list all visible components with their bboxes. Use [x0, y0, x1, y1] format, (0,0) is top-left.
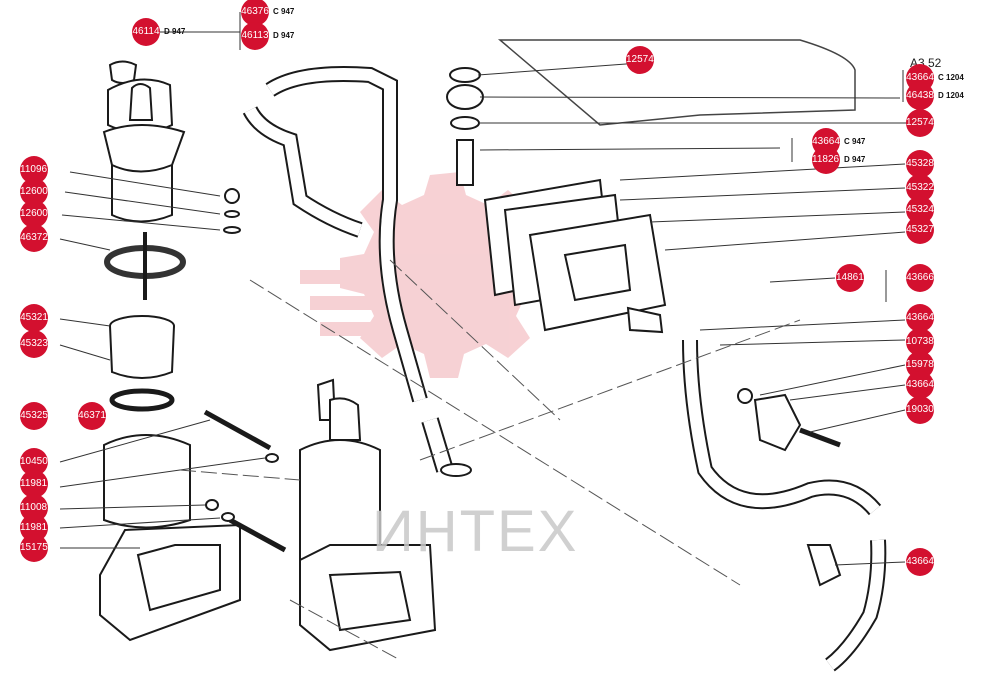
part-callout[interactable]: 43666 [906, 264, 934, 292]
part-callout[interactable]: 43664 [906, 304, 934, 332]
part-callout[interactable]: 125746 [906, 109, 939, 137]
part-callout[interactable]: 45325 [20, 402, 48, 430]
part-number-label: 46372 [20, 232, 48, 243]
part-callout[interactable]: 43664 [906, 371, 934, 399]
variant-note: C 947 [273, 7, 295, 16]
variant-note: D 947 [273, 31, 295, 40]
part-number-label: 110081 [20, 502, 53, 513]
part-number-label: 46113 [241, 30, 269, 41]
part-number-label: 45322 [906, 182, 934, 193]
part-callout[interactable]: 43664 [906, 548, 934, 576]
part-number-label: 119817 [20, 478, 53, 489]
part-callout[interactable]: 45321 [20, 304, 48, 332]
part-number-label: 125746 [626, 54, 660, 65]
part-callout[interactable]: 46376 [241, 0, 269, 26]
part-number-label: 148610 [836, 272, 870, 283]
part-number-label: 45327 [906, 224, 934, 235]
part-number-label: 43664 [906, 72, 934, 83]
part-callout[interactable]: 46372 [20, 224, 48, 252]
part-number-label: 43664 [906, 379, 934, 390]
watermark-brand: ИНТЕХ [372, 499, 579, 564]
part-callout[interactable]: 45323 [20, 330, 48, 358]
part-number-label: 190301 [906, 404, 940, 415]
part-callout[interactable]: 190301 [906, 396, 939, 424]
part-callout[interactable]: 46113 [241, 22, 269, 50]
part-callout[interactable]: 126006 [20, 200, 53, 228]
part-number-label: 107389 [906, 336, 940, 347]
part-number-label: 126006 [20, 208, 54, 219]
variant-note: C 1204 [938, 73, 964, 82]
part-number-label: 43666 [906, 272, 934, 283]
part-callout[interactable]: 148610 [836, 264, 869, 292]
part-number-label: 125746 [906, 117, 940, 128]
part-callout[interactable]: 46371 [78, 402, 106, 430]
part-number-label: 45323 [20, 338, 48, 349]
part-callout[interactable]: 119817 [20, 470, 53, 498]
part-number-label: 45321 [20, 312, 48, 323]
part-callout[interactable]: 45327 [906, 216, 934, 244]
variant-note: D 947 [844, 155, 866, 164]
part-callout[interactable]: 46438 [906, 82, 934, 110]
part-number-label: 46371 [78, 410, 106, 421]
part-number-label: 151752 [20, 542, 54, 553]
part-callout[interactable]: 151752 [20, 534, 53, 562]
variant-note: D 1204 [938, 91, 964, 100]
part-number-label: 159781 [906, 359, 940, 370]
variant-note: D 947 [164, 27, 186, 36]
leader-lines [59, 12, 912, 566]
part-number-label: 43664 [906, 312, 934, 323]
part-number-label: 45328 [906, 158, 934, 169]
part-number-label: 110961 [20, 164, 53, 175]
part-callout[interactable]: 125746 [626, 46, 659, 74]
part-number-label: 43664 [906, 556, 934, 567]
part-number-label: 126006 [20, 186, 54, 197]
part-callout[interactable]: 45328 [906, 150, 934, 178]
variant-note: C 947 [844, 137, 866, 146]
line-art [99, 39, 887, 672]
part-number-label: 45324 [906, 204, 934, 215]
part-callout[interactable]: 118267 [812, 146, 845, 174]
dashed-guides [179, 259, 801, 661]
part-number-label: 46376 [241, 6, 269, 17]
part-number-label: 118267 [812, 154, 845, 165]
part-number-label: 45325 [20, 410, 48, 421]
part-callout[interactable]: 46114 [132, 18, 160, 46]
part-number-label: 46438 [906, 90, 934, 101]
part-number-label: 104501 [20, 456, 54, 467]
part-number-label: 46114 [132, 26, 160, 37]
part-number-label: 119817 [20, 522, 53, 533]
part-number-label: 43664 [812, 136, 840, 147]
